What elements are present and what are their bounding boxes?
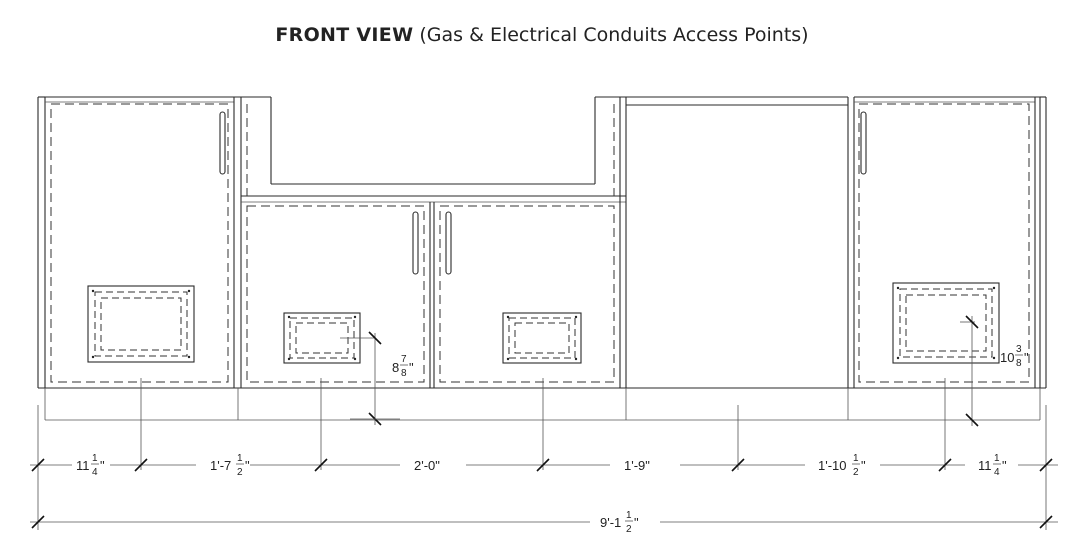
- dim-height-right-unit: ": [1024, 350, 1029, 365]
- dimension-label-height-left: 8 7 8 ": [392, 354, 414, 379]
- segment-dimension-line: [30, 458, 1058, 472]
- height-dimension-left: [340, 331, 400, 426]
- dim-total-whole: 9'-1: [600, 515, 621, 530]
- title-subtitle: (Gas & Electrical Conduits Access Points…: [413, 24, 809, 46]
- dimension-label-1: 11 1 4 ": [76, 453, 105, 478]
- dim-total-unit: ": [634, 515, 639, 530]
- dim-height-left-unit: ": [409, 360, 414, 375]
- dimension-label-2: 1'-7 1 2 ": [210, 453, 250, 478]
- dim-1-unit: ": [100, 458, 105, 473]
- dim-5-denominator: 2: [853, 467, 859, 478]
- dim-height-left-whole: 8: [392, 360, 399, 375]
- access-panel-4: [892, 282, 1000, 364]
- extension-lines: [37, 378, 1047, 530]
- dim-height-left-denominator: 8: [401, 368, 407, 379]
- dimension-label-5: 1'-10 1 2 ": [818, 453, 866, 478]
- cabinet-outline: [37, 96, 1047, 421]
- dim-2-unit: ": [245, 458, 250, 473]
- door-outlines: [50, 103, 1030, 383]
- dimension-label-6: 11 1 4 ": [978, 453, 1007, 478]
- dim-total-numerator: 1: [626, 510, 632, 521]
- access-panel-1: [87, 285, 195, 363]
- dim-2-numerator: 1: [237, 453, 243, 464]
- height-dimension-right: [960, 315, 979, 427]
- dim-5-whole: 1'-10: [818, 458, 847, 473]
- dim-5-unit: ": [861, 458, 866, 473]
- handle-right-door: [860, 111, 867, 175]
- dim-6-unit: ": [1002, 458, 1007, 473]
- dim-height-right-whole: 10: [1000, 350, 1014, 365]
- dim-height-right-denominator: 8: [1016, 358, 1022, 369]
- dimension-label-total: 9'-1 1 2 ": [600, 510, 639, 535]
- door-handles: [219, 111, 867, 275]
- access-panel-3: [502, 312, 582, 364]
- handle-sink-door-left: [412, 211, 419, 275]
- dim-4: 1'-9": [624, 458, 650, 473]
- dim-height-left-numerator: 7: [401, 354, 407, 365]
- dim-6-denominator: 4: [994, 467, 1000, 478]
- dim-height-right-numerator: 3: [1016, 344, 1022, 355]
- dim-6-whole: 11: [978, 458, 992, 473]
- title-main: FRONT VIEW: [275, 24, 414, 46]
- dim-1-whole: 11: [76, 458, 90, 473]
- overall-dimension-line: [30, 515, 1058, 529]
- dim-1-denominator: 4: [92, 467, 98, 478]
- dim-5-numerator: 1: [853, 453, 859, 464]
- dimension-label-height-right: 10 3 8 ": [1000, 344, 1029, 369]
- dim-2-denominator: 2: [237, 467, 243, 478]
- dim-6-numerator: 1: [994, 453, 1000, 464]
- dim-1-numerator: 1: [92, 453, 98, 464]
- handle-sink-door-right: [445, 211, 452, 275]
- handle-left-door: [219, 111, 226, 175]
- dim-2-whole: 1'-7: [210, 458, 231, 473]
- dim-3: 2'-0": [414, 458, 440, 473]
- diagram-title: FRONT VIEW (Gas & Electrical Conduits Ac…: [0, 24, 1084, 46]
- dim-total-denominator: 2: [626, 524, 632, 535]
